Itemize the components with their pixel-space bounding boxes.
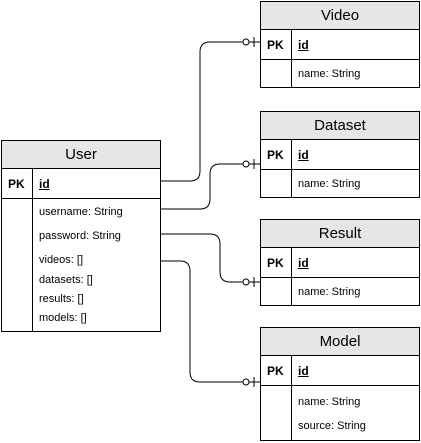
fields-row: name: String source: String	[261, 386, 419, 441]
primary-key-row: PK id	[261, 30, 419, 60]
connector-user-result	[160, 233, 261, 283]
fields-row: name: String	[261, 278, 419, 306]
fields-row: username: String password: String videos…	[2, 199, 160, 332]
entity-title: Dataset	[261, 112, 419, 140]
primary-key-row: PK id	[261, 140, 419, 170]
primary-key-row: PK id	[261, 248, 419, 278]
pk-label: PK	[267, 38, 284, 52]
field: models: []	[39, 312, 87, 324]
pk-label: PK	[267, 148, 284, 162]
key-field: id	[298, 256, 309, 270]
entity-title: User	[2, 141, 160, 169]
field: name: String	[298, 286, 361, 298]
entity-title: Model	[261, 328, 419, 356]
fields-row: name: String	[261, 170, 419, 198]
pk-label: PK	[267, 256, 284, 270]
key-field: id	[298, 148, 309, 162]
key-field: id	[39, 177, 50, 191]
pk-label: PK	[8, 177, 25, 191]
connector-user-model	[160, 260, 261, 383]
primary-key-row: PK id	[2, 169, 160, 199]
connector-user-dataset	[160, 163, 261, 210]
entity-video: Video PK id name: String	[260, 1, 420, 88]
entity-title: Video	[261, 2, 419, 30]
field: results: []	[39, 293, 84, 305]
field: name: String	[298, 178, 361, 190]
pk-label: PK	[267, 364, 284, 378]
entity-result: Result PK id name: String	[260, 219, 420, 306]
field: username: String	[39, 206, 123, 218]
entity-title: Result	[261, 220, 419, 248]
fields-row: name: String	[261, 60, 419, 88]
entity-model: Model PK id name: String source: String	[260, 327, 420, 441]
entity-user: User PK id username: String password: St…	[1, 140, 161, 332]
field: name: String	[298, 68, 361, 80]
field: datasets: []	[39, 274, 93, 286]
primary-key-row: PK id	[261, 356, 419, 386]
connector-user-video	[160, 41, 261, 182]
field: source: String	[298, 420, 366, 432]
field: name: String	[298, 396, 361, 408]
field: password: String	[39, 230, 121, 242]
key-field: id	[298, 364, 309, 378]
entity-dataset: Dataset PK id name: String	[260, 111, 420, 198]
field: videos: []	[39, 254, 84, 266]
key-field: id	[298, 38, 309, 52]
